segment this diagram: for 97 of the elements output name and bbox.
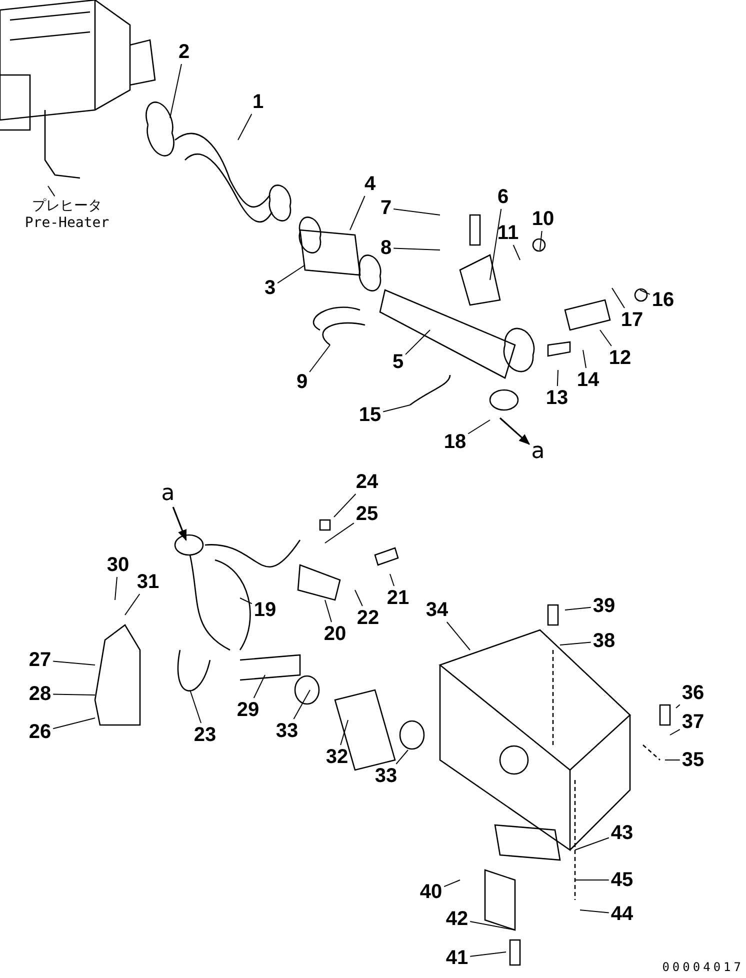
leader-line	[640, 290, 650, 295]
callout-number: 16	[652, 290, 674, 310]
callout-number: 42	[446, 909, 468, 929]
callout-number: 36	[682, 683, 704, 703]
leader-line	[52, 660, 96, 666]
callout-number: 18	[444, 432, 466, 452]
leader-line	[114, 576, 118, 600]
leader-line	[324, 600, 332, 622]
leader-line	[612, 288, 625, 308]
leader-line	[446, 622, 470, 650]
leader-line	[490, 208, 502, 280]
arrow	[172, 506, 187, 542]
leader-line	[444, 880, 460, 888]
leader-line	[340, 720, 348, 746]
leader-line	[309, 344, 330, 372]
leader-line	[405, 330, 430, 355]
callout-number: 27	[28, 650, 52, 670]
leader-line	[48, 186, 56, 197]
leader-line	[350, 196, 366, 230]
leader-line	[396, 750, 408, 764]
leader-line	[354, 590, 363, 606]
callout-number: 14	[576, 370, 600, 390]
leader-line	[556, 370, 558, 386]
callout-number: 2	[178, 42, 190, 62]
leader-line	[324, 522, 354, 544]
callout-number: 38	[592, 631, 616, 651]
callout-number: 39	[592, 596, 616, 616]
callout-number: 24	[356, 472, 378, 492]
callout-number: 3	[264, 278, 276, 298]
callout-number: 12	[608, 348, 632, 368]
callout-number: 29	[236, 700, 260, 720]
callout-number: 17	[620, 310, 644, 330]
callout-number: 20	[324, 624, 346, 644]
callout-number: 19	[254, 600, 276, 620]
callout-number: 4	[364, 174, 376, 194]
leader-line	[512, 244, 520, 260]
callout-number: 43	[610, 823, 634, 843]
callout-number: 41	[446, 948, 468, 968]
leader-line	[390, 574, 394, 586]
callout-number: 33	[374, 766, 398, 786]
leader-line	[170, 64, 182, 118]
callout-number: 7	[380, 198, 392, 218]
callout-number: 25	[356, 504, 378, 524]
callout-number: 13	[546, 388, 568, 408]
callout-number: 6	[497, 187, 509, 207]
leader-line	[382, 404, 410, 412]
leader-line	[52, 718, 96, 730]
leader-line	[253, 674, 266, 698]
leader-line	[676, 704, 680, 708]
leader-line	[470, 921, 516, 930]
callout-number: 11	[497, 223, 519, 243]
leader-line	[190, 690, 202, 724]
callout-number: 37	[682, 712, 704, 732]
callout-number: 28	[28, 684, 52, 704]
leader-line	[52, 694, 96, 696]
callout-number: 32	[326, 747, 348, 767]
arrow	[499, 417, 530, 445]
callout-number: 31	[136, 572, 160, 592]
reference-letter: a	[161, 483, 175, 505]
callout-number: 33	[276, 721, 298, 741]
leader-line	[293, 690, 310, 720]
leader-line	[470, 952, 506, 957]
callout-number: 45	[610, 870, 634, 890]
leader-line	[540, 230, 542, 250]
drawing-number: 00004017	[662, 960, 744, 974]
callout-number: 23	[194, 725, 216, 745]
leader-line	[334, 494, 356, 518]
callout-number: 30	[106, 555, 130, 575]
callout-number: 40	[420, 882, 442, 902]
leader-line	[574, 837, 610, 850]
callout-number: 1	[252, 92, 264, 112]
callout-number: 9	[296, 372, 308, 392]
leader-line	[124, 594, 140, 616]
leader-line	[393, 248, 440, 250]
callout-number: 44	[610, 904, 634, 924]
part-label: プレヒータ Pre-Heater	[12, 198, 122, 232]
callout-number: 10	[532, 209, 554, 229]
callout-number: 21	[386, 588, 410, 608]
leader-line	[468, 420, 490, 434]
reference-letter: a	[531, 441, 545, 463]
leader-line	[580, 910, 610, 914]
leader-line	[670, 728, 680, 736]
leader-line	[393, 208, 440, 216]
leader-line	[582, 350, 586, 368]
callout-number: 5	[392, 352, 404, 372]
leader-line	[238, 114, 252, 140]
callout-number: 8	[380, 238, 392, 258]
callout-number: 34	[426, 600, 448, 620]
callout-number: 35	[682, 750, 704, 770]
callout-number: 22	[356, 608, 380, 628]
leader-line	[564, 606, 592, 610]
leader-line	[240, 598, 252, 604]
leader-line	[277, 264, 306, 284]
leader-line	[600, 330, 612, 346]
leader-line	[560, 642, 592, 646]
callout-number: 15	[358, 405, 382, 425]
callout-number: 26	[28, 722, 52, 742]
